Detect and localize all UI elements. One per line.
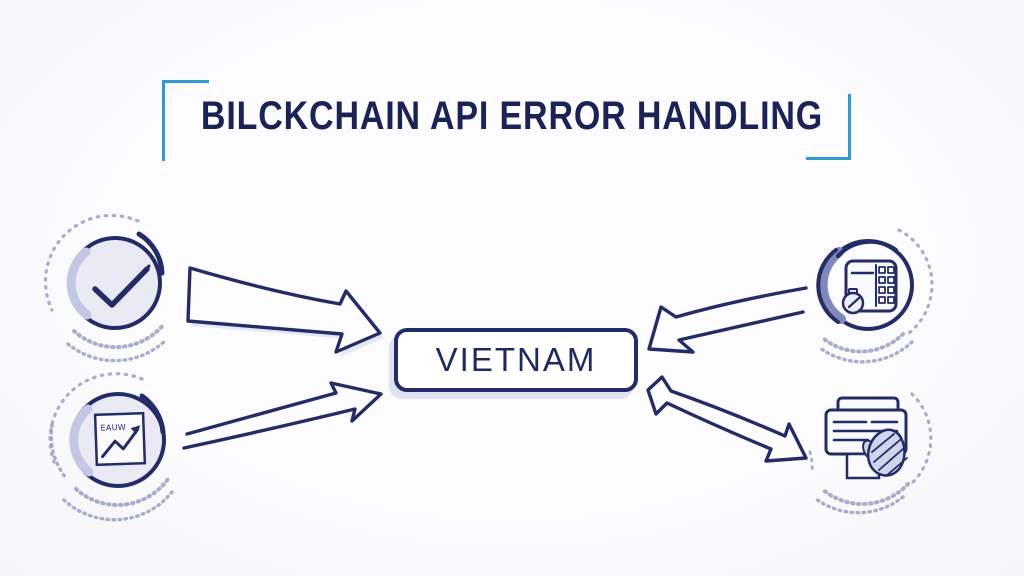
check-circle-icon <box>43 213 168 363</box>
growth-chart-icon: EAUW <box>48 372 174 522</box>
center-country-label: VIETNAM <box>435 341 597 378</box>
documents-hand-icon <box>808 392 933 515</box>
stopwatch-glyph <box>841 288 865 315</box>
calculator-timer-icon <box>816 228 934 364</box>
arrow-center-bottomright-bidirectional <box>646 375 808 463</box>
trend-document-glyph: EAUW <box>93 411 147 467</box>
arrow-topright-to-center <box>647 286 808 354</box>
arrow-bottomleft-to-center <box>182 381 383 450</box>
chart-scribble-text: EAUW <box>100 423 126 433</box>
title-block: BILCKCHAIN API ERROR HANDLING <box>201 88 822 144</box>
title-bracket-left <box>162 80 209 161</box>
center-country-box: VIETNAM <box>394 328 638 392</box>
page-title: BILCKCHAIN API ERROR HANDLING <box>200 93 824 138</box>
arrow-topleft-to-center <box>186 266 384 357</box>
checkmark-glyph <box>92 264 151 308</box>
title-bracket-right <box>806 94 851 160</box>
hand-glyph <box>862 428 908 477</box>
